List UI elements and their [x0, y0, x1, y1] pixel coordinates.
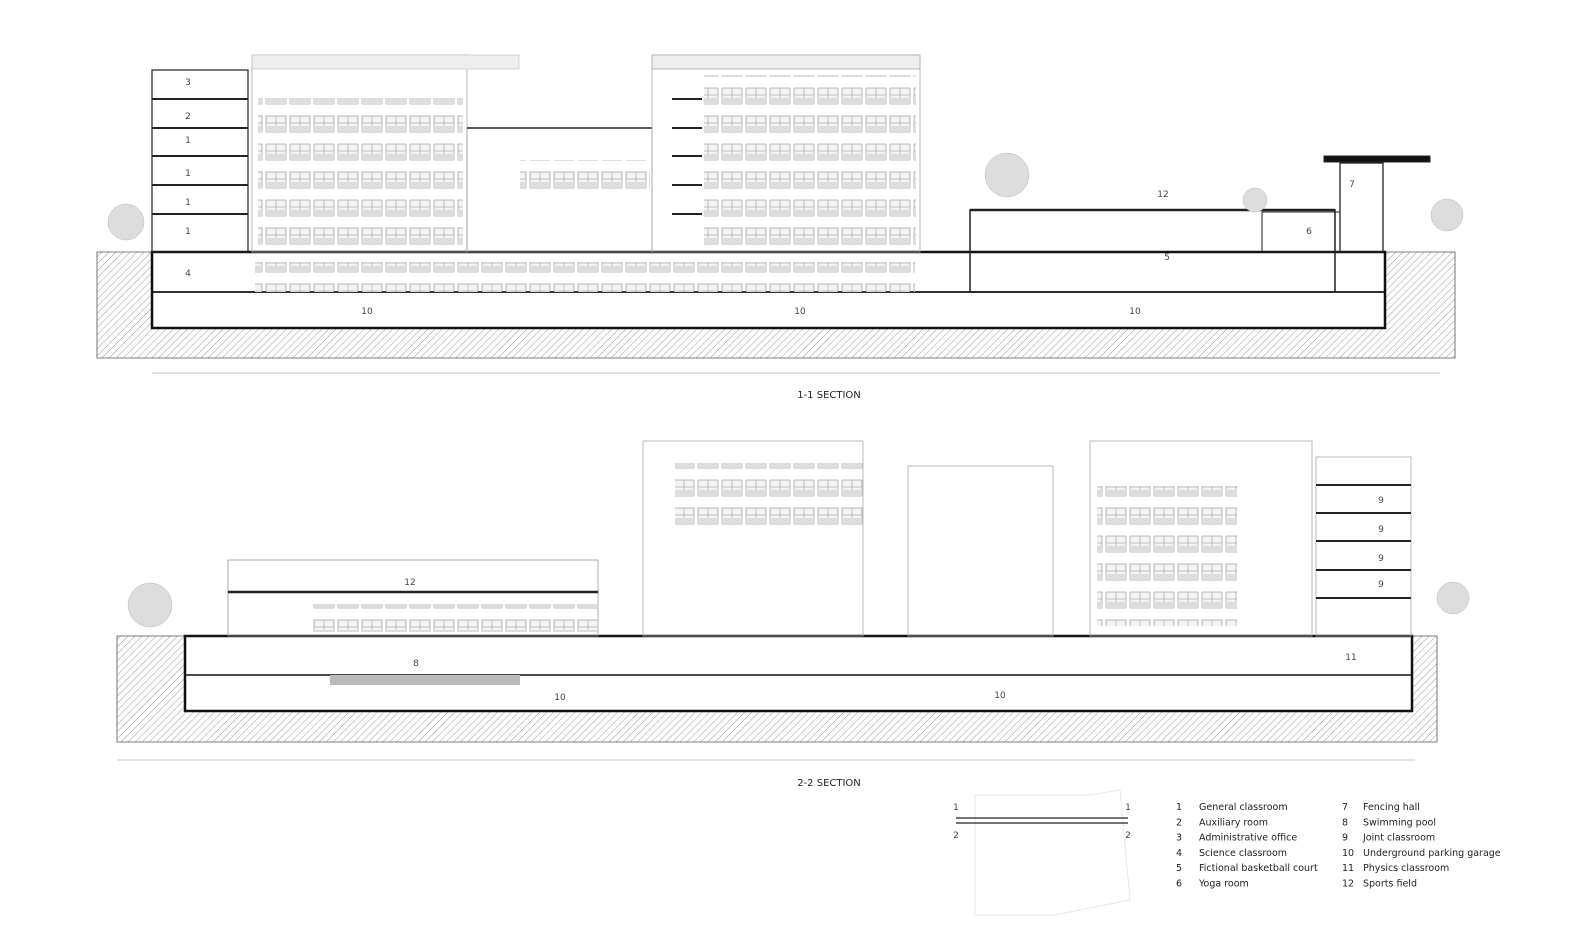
- room-label: 1: [185, 198, 191, 208]
- room-label: 9: [1378, 580, 1384, 590]
- legend-number: 2: [1176, 817, 1182, 828]
- room-label: 9: [1378, 554, 1384, 564]
- east-classroom-block: [1089, 440, 1412, 637]
- legend-number: 8: [1342, 817, 1348, 828]
- room-label: 3: [185, 78, 191, 88]
- legend-label: Auxiliary room: [1199, 817, 1268, 828]
- room-label: 4: [185, 269, 191, 279]
- ground-floor-facade: [255, 262, 915, 292]
- section-2-2-title: 2-2 SECTION: [797, 778, 861, 789]
- room-label: 2: [185, 112, 191, 122]
- tree-icons: [127, 581, 1470, 628]
- legend-label: Yoga room: [1198, 879, 1249, 890]
- room-label: 10: [794, 307, 806, 317]
- room-label: 1: [185, 227, 191, 237]
- sports-hall: [969, 155, 1431, 293]
- legend-label: Joint classroom: [1362, 833, 1435, 844]
- room-label: 8: [413, 659, 419, 669]
- room-label: 1: [185, 169, 191, 179]
- key-plan: 1 1 2 2: [953, 789, 1131, 916]
- room-label: 10: [361, 307, 373, 317]
- cut2-label-right: 2: [1125, 831, 1131, 841]
- room-label: 9: [1378, 496, 1384, 506]
- legend-label: Administrative office: [1199, 833, 1297, 844]
- right-classroom-block: [651, 54, 921, 253]
- cut1-label-right: 1: [1125, 803, 1131, 813]
- room-label: 12: [1157, 190, 1168, 200]
- room-label: 5: [1164, 253, 1170, 263]
- section-1-1-title: 1-1 SECTION: [797, 390, 861, 401]
- legend-label: Underground parking garage: [1363, 848, 1501, 859]
- room-label: 10: [554, 693, 566, 703]
- ground-hatch: [116, 635, 1438, 743]
- legend-number: 9: [1342, 833, 1348, 844]
- legend-number: 5: [1176, 863, 1182, 874]
- room-label: 1: [185, 136, 191, 146]
- library-block: [642, 440, 1054, 637]
- legend-label: Sports field: [1363, 879, 1417, 890]
- legend-label: General classroom: [1199, 802, 1288, 813]
- cut1-label-left: 1: [953, 803, 959, 813]
- room-label: 6: [1306, 227, 1312, 237]
- legend-label: Physics classroom: [1363, 863, 1449, 874]
- sports-field-block: [227, 559, 599, 637]
- legend-number: 4: [1176, 848, 1182, 859]
- cut2-label-left: 2: [953, 831, 959, 841]
- legend-label: Science classroom: [1199, 848, 1287, 859]
- room-label: 9: [1378, 525, 1384, 535]
- room-label: 12: [404, 578, 415, 588]
- middle-link-block: [466, 127, 653, 253]
- legend-number: 11: [1342, 863, 1354, 874]
- section-2-2: [116, 440, 1470, 761]
- left-classroom-block: [151, 54, 520, 253]
- legend-number: 7: [1342, 802, 1348, 813]
- legend-number: 10: [1342, 848, 1354, 859]
- room-label: 7: [1349, 180, 1355, 190]
- section-1-1: [96, 54, 1464, 374]
- legend: 1 General classroom 2 Auxiliary room 3 Admini…: [1176, 802, 1501, 890]
- legend-number: 6: [1176, 879, 1182, 890]
- swimming-pool-water: [330, 675, 520, 685]
- legend-label: Swimming pool: [1363, 817, 1436, 828]
- legend-number: 3: [1176, 833, 1182, 844]
- legend-number: 12: [1342, 879, 1354, 890]
- room-label: 11: [1345, 653, 1356, 663]
- legend-number: 1: [1176, 802, 1182, 813]
- legend-label: Fictional basketball court: [1199, 863, 1318, 874]
- room-label: 10: [994, 691, 1006, 701]
- room-label: 10: [1129, 307, 1141, 317]
- legend-label: Fencing hall: [1363, 802, 1420, 813]
- tree-icons: [107, 152, 1464, 241]
